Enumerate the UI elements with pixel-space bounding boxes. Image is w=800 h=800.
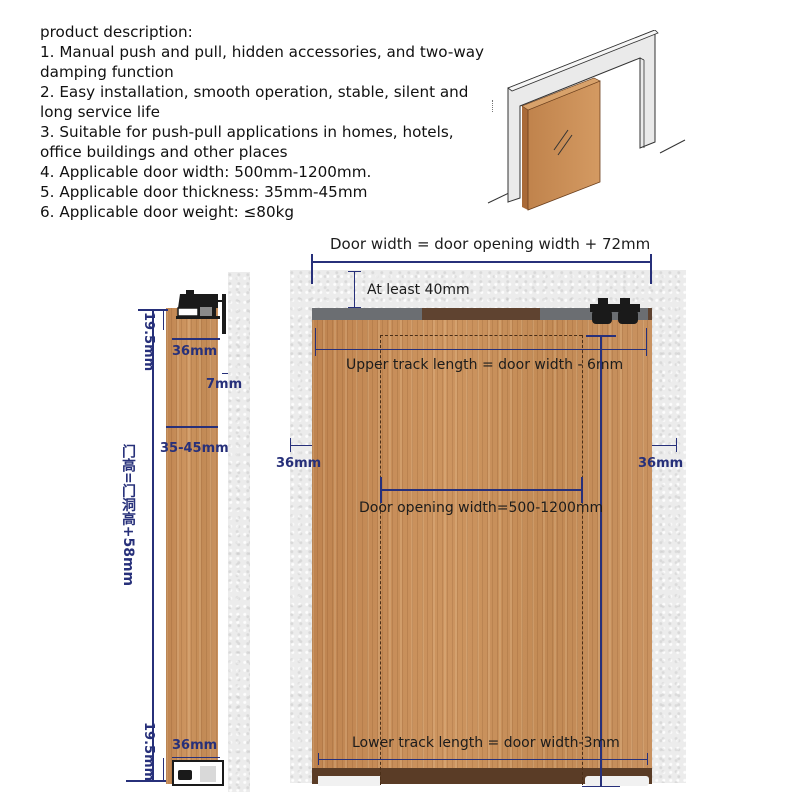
opening-width-tick-left bbox=[380, 477, 382, 503]
description-title: product description: bbox=[40, 23, 193, 41]
door-width-tick-left bbox=[311, 254, 313, 284]
left-overlap-label: 36mm bbox=[276, 456, 322, 471]
opening-outline-right bbox=[582, 335, 583, 785]
bottom-height-label: 19.5mm bbox=[141, 722, 156, 782]
clearance-tick-top bbox=[348, 271, 361, 272]
top-track-width-line bbox=[172, 338, 220, 340]
lower-track-line bbox=[318, 759, 648, 760]
upper-track-tick-left bbox=[315, 328, 316, 356]
side-wall bbox=[228, 272, 250, 792]
bottom-guide-light bbox=[200, 766, 216, 782]
lower-track-formula: Lower track length = door width-3mm bbox=[352, 735, 620, 751]
side-door-panel bbox=[166, 308, 218, 784]
door-height-tick-bottom bbox=[126, 780, 166, 782]
opening-width-tick-right bbox=[581, 477, 583, 503]
bottom-height-bracket bbox=[163, 758, 164, 780]
door-thickness-line bbox=[166, 426, 218, 428]
front-door-panel bbox=[312, 308, 652, 784]
opening-outline-left bbox=[380, 335, 381, 785]
opening-outline-top bbox=[380, 335, 582, 336]
clearance-label: At least 40mm bbox=[367, 282, 470, 298]
upper-track-line bbox=[315, 349, 647, 350]
wall-gap-label: 7mm bbox=[206, 377, 243, 392]
door-width-formula: Door width = door opening width + 72mm bbox=[330, 235, 651, 253]
door-height-tick-top bbox=[138, 309, 168, 311]
height-reference-tick-bottom bbox=[582, 786, 620, 787]
roller-wheels-icon bbox=[590, 298, 640, 324]
front-floor-gap bbox=[290, 783, 686, 800]
product-description: product description: 1. Manual push and … bbox=[40, 22, 490, 222]
height-reference-tick-top bbox=[586, 335, 616, 337]
description-line: damping function bbox=[40, 63, 174, 81]
lower-track-right-guide bbox=[585, 776, 649, 786]
top-track-hardware bbox=[172, 286, 228, 334]
top-height-label: 19.5mm bbox=[141, 312, 156, 372]
upper-track-left bbox=[312, 308, 422, 320]
roller-hardware bbox=[586, 290, 644, 326]
clearance-line bbox=[354, 272, 355, 308]
height-reference-line bbox=[600, 336, 602, 786]
bottom-track-hardware bbox=[172, 760, 224, 786]
left-overlap-tick bbox=[290, 438, 291, 452]
wall-gap-line bbox=[222, 373, 228, 374]
top-track-width-label: 36mm bbox=[172, 344, 218, 359]
door-width-tick-right bbox=[650, 254, 652, 284]
left-overlap-line bbox=[290, 445, 312, 446]
opening-width-label: Door opening width=500-1200mm bbox=[359, 500, 604, 516]
description-line: 3. Suitable for push-pull applications i… bbox=[40, 123, 454, 141]
roller-bracket-icon bbox=[176, 290, 226, 334]
door-height-dimension-line bbox=[152, 310, 154, 780]
description-line: long service life bbox=[40, 103, 160, 121]
upper-track-formula: Upper track length = door width - 6mm bbox=[346, 357, 624, 373]
door-width-line bbox=[311, 261, 651, 263]
description-line: 5. Applicable door thickness: 35mm-45mm bbox=[40, 183, 368, 201]
lower-track-left-guide bbox=[318, 776, 380, 786]
door-thickness-label: 35-45mm bbox=[160, 441, 229, 456]
opening-width-line bbox=[380, 489, 582, 491]
lower-track-tick-right bbox=[647, 753, 648, 765]
sliding-door-icon bbox=[487, 29, 686, 211]
description-line: office buildings and other places bbox=[40, 143, 288, 161]
upper-track-tick-right bbox=[646, 328, 647, 356]
top-height-bracket bbox=[163, 310, 164, 330]
lower-track-tick-left bbox=[318, 753, 319, 765]
decorative-mark bbox=[492, 100, 494, 112]
isometric-door-illustration bbox=[480, 29, 700, 220]
clearance-tick-bottom bbox=[348, 307, 361, 308]
description-line: 6. Applicable door weight: ≤80kg bbox=[40, 203, 295, 221]
description-line: 1. Manual push and pull, hidden accessor… bbox=[40, 43, 485, 61]
right-overlap-label: 36mm bbox=[638, 456, 684, 471]
bottom-guide-block bbox=[178, 770, 192, 780]
bottom-track-width-label: 36mm bbox=[172, 738, 218, 753]
description-line: 2. Easy installation, smooth operation, … bbox=[40, 83, 469, 101]
lower-track bbox=[312, 768, 652, 784]
door-height-formula: 门高=门洞高+58mm bbox=[120, 444, 136, 587]
right-overlap-line bbox=[652, 445, 676, 446]
description-line: 4. Applicable door width: 500mm-1200mm. bbox=[40, 163, 372, 181]
right-overlap-tick bbox=[676, 438, 677, 452]
bottom-track-width-line bbox=[172, 757, 220, 758]
